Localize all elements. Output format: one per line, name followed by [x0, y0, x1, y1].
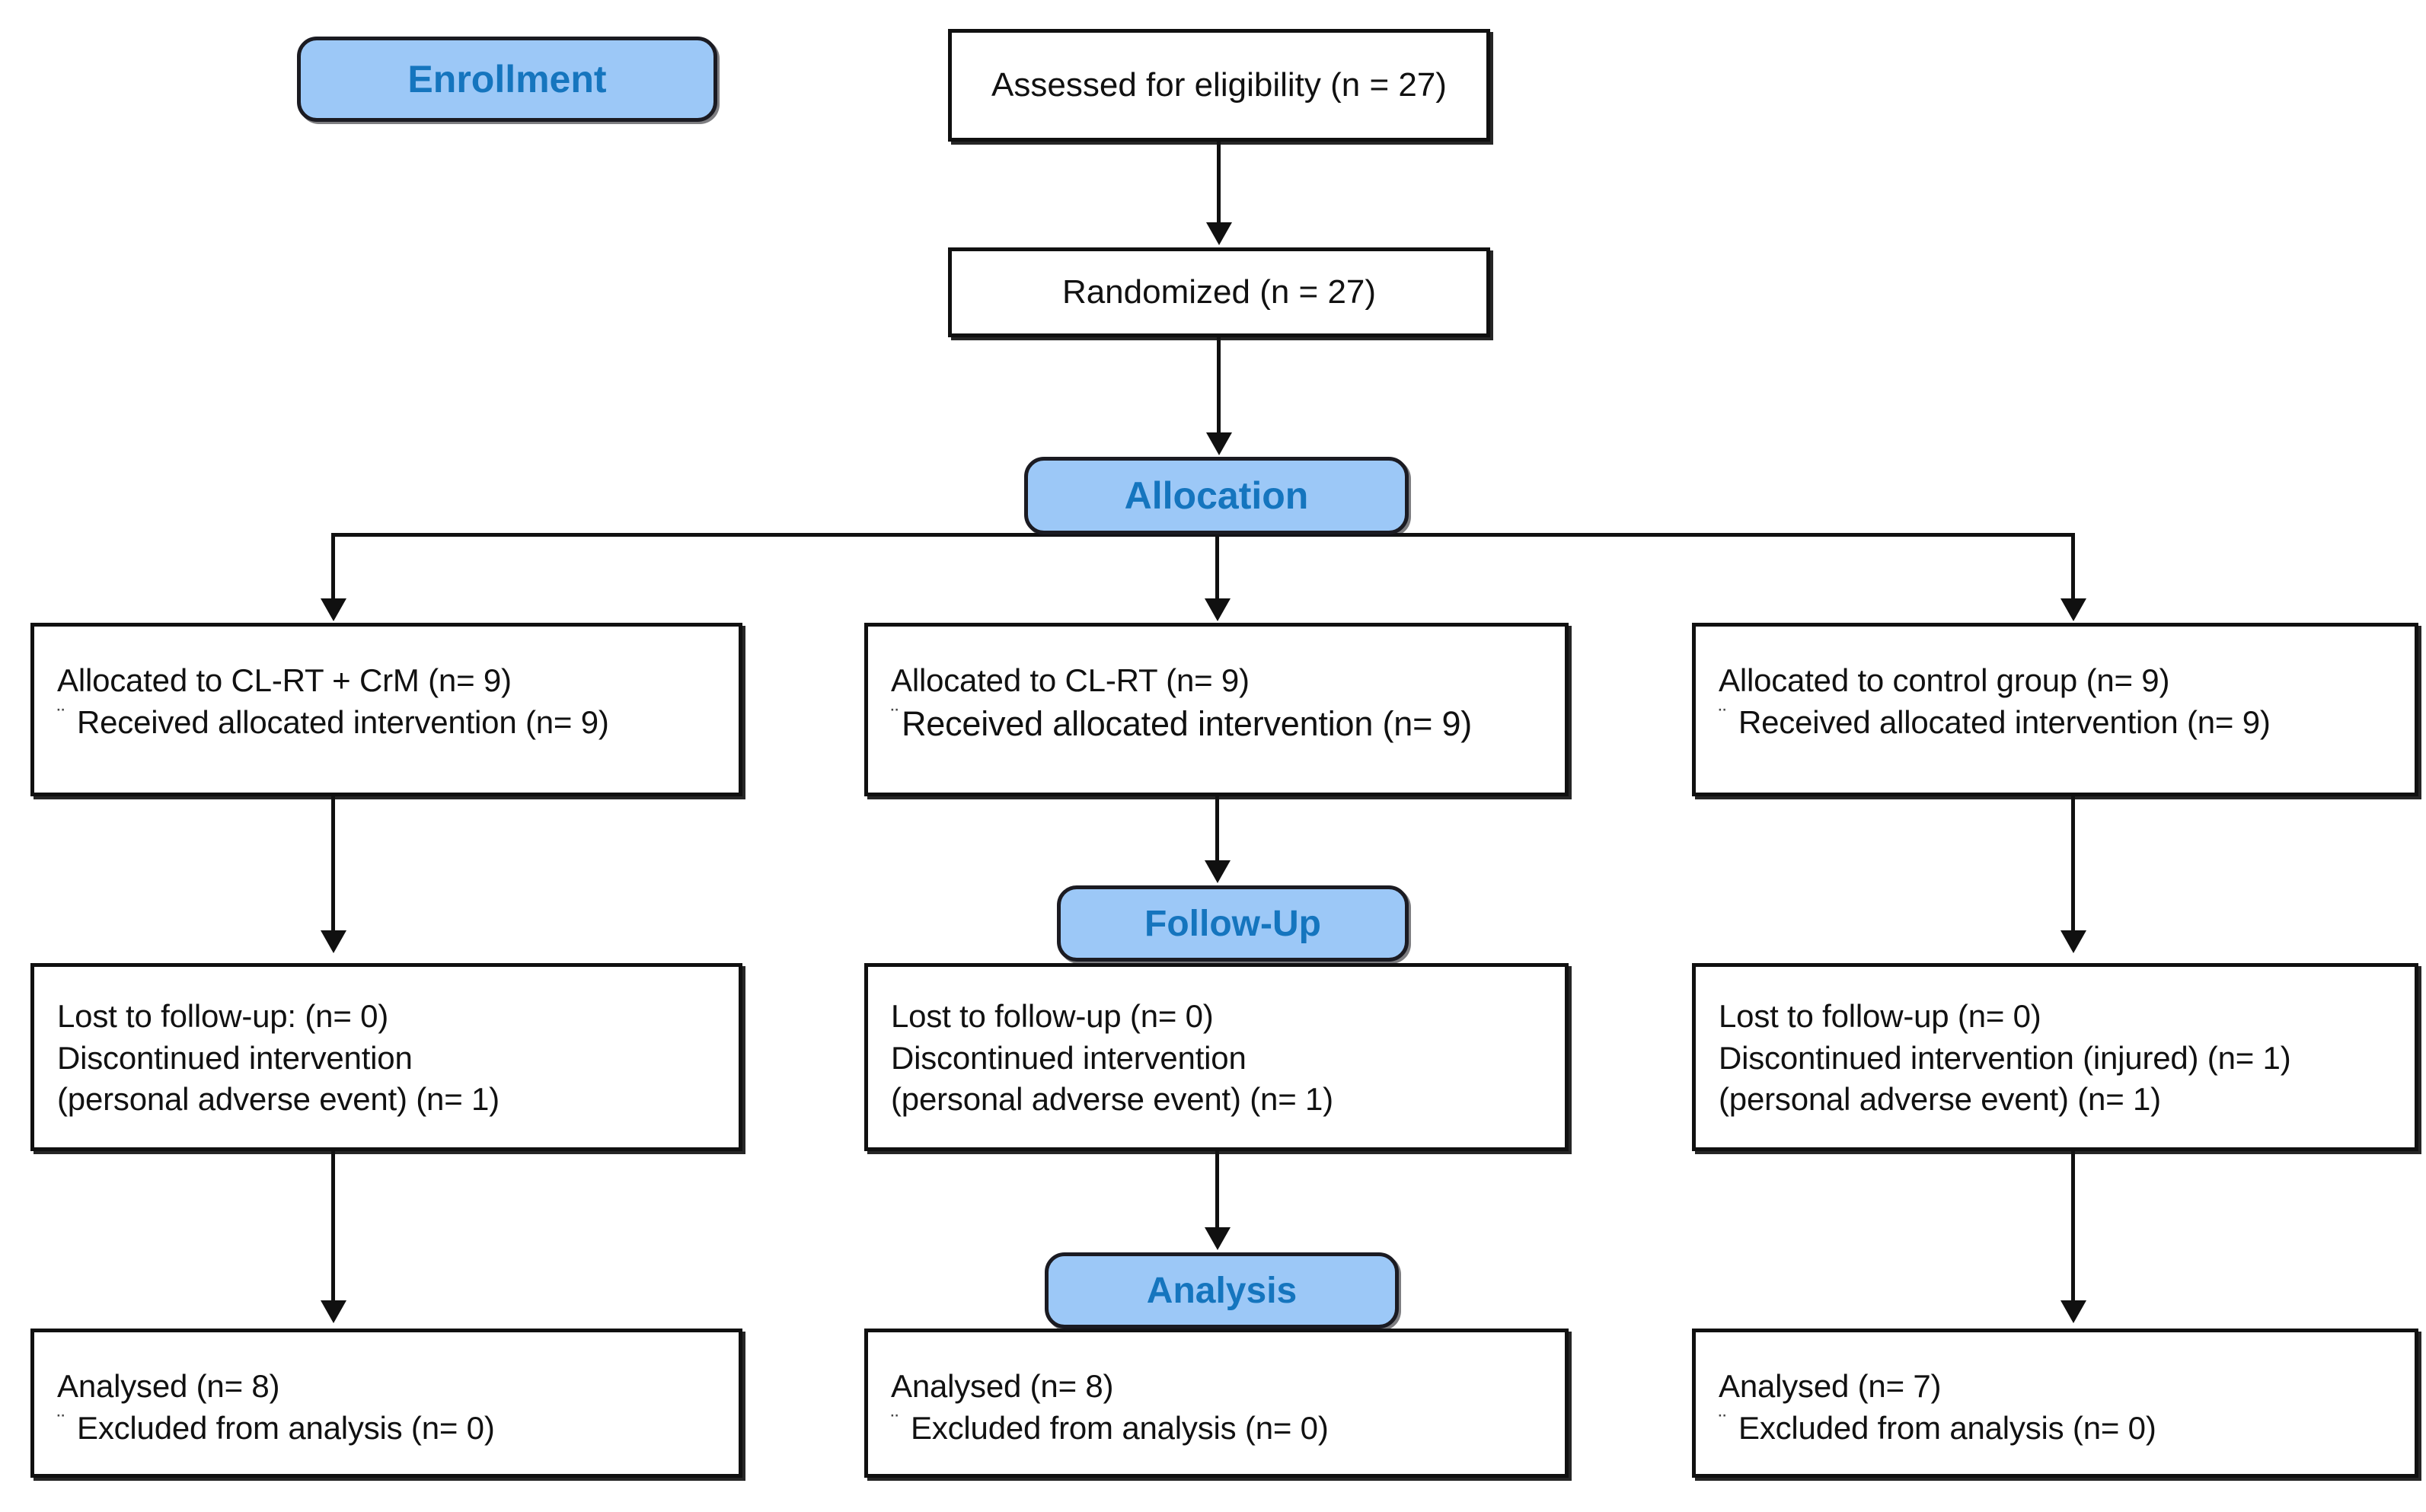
arrow-assessed-to-randomized	[1206, 222, 1232, 245]
connector-group-2-followup-to-analysis	[1215, 1151, 1219, 1230]
box-analysis-group-1: Analysed (n= 8) ¨ Excluded from analysis …	[30, 1329, 742, 1478]
arrow-group-3-followup-to-analysis	[2061, 1300, 2086, 1323]
connector-allocation-branch-center	[1215, 533, 1219, 601]
analysis-group-2-line-2: Excluded from analysis (n= 0)	[911, 1409, 1329, 1446]
stage-badge-enrollment-label: Enrollment	[407, 58, 607, 100]
allocation-group-1-line-1: Allocated to CL-RT + CrM (n= 9)	[57, 662, 512, 698]
connector-group-3-allocation-to-followup	[2071, 796, 2075, 933]
box-followup-group-1: Lost to follow-up: (n= 0) Discontinued i…	[30, 963, 742, 1151]
connector-group-1-allocation-to-followup	[331, 796, 335, 933]
stage-badge-follow-up-label: Follow-Up	[1144, 903, 1321, 944]
allocation-group-2-bullet-icon: ¨	[891, 703, 899, 729]
analysis-group-1-line-2: Excluded from analysis (n= 0)	[77, 1409, 495, 1446]
box-followup-group-2: Lost to follow-up (n= 0) Discontinued in…	[864, 963, 1569, 1151]
followup-group-2-line-2: Discontinued intervention	[891, 1039, 1247, 1076]
arrow-group-1-followup-to-analysis	[321, 1300, 346, 1323]
followup-group-2-line-1: Lost to follow-up (n= 0)	[891, 998, 1214, 1034]
box-analysis-group-3: Analysed (n= 7) ¨ Excluded from analysis …	[1692, 1329, 2418, 1478]
followup-group-3-line-1: Lost to follow-up (n= 0)	[1719, 998, 2041, 1034]
connector-group-2-allocation-to-followup	[1215, 796, 1219, 865]
connector-group-1-followup-to-analysis	[331, 1151, 335, 1303]
box-randomized: Randomized (n = 27)	[948, 247, 1490, 337]
arrow-randomized-to-allocation	[1206, 432, 1232, 455]
stage-badge-allocation-label: Allocation	[1124, 474, 1309, 517]
arrow-group-2-followup-to-analysis	[1205, 1227, 1231, 1250]
allocation-group-1-line-2: Received allocated intervention (n= 9)	[77, 703, 609, 740]
connector-allocation-branch-right	[2071, 533, 2075, 601]
box-followup-group-3: Lost to follow-up (n= 0) Discontinued in…	[1692, 963, 2418, 1151]
stage-badge-analysis: Analysis	[1045, 1252, 1399, 1329]
arrow-allocation-to-group-1	[321, 598, 346, 621]
connector-allocation-branch-left	[331, 533, 335, 601]
allocation-group-3-bullet-icon: ¨	[1719, 703, 1726, 729]
analysis-group-1-bullet-icon: ¨	[57, 1409, 65, 1435]
analysis-group-2-line-1: Analysed (n= 8)	[891, 1368, 1114, 1404]
followup-group-3-line-2: Discontinued intervention (injured) (n= …	[1719, 1039, 2291, 1076]
allocation-group-2-line-1: Allocated to CL-RT (n= 9)	[891, 662, 1250, 698]
analysis-group-3-line-1: Analysed (n= 7)	[1719, 1368, 1942, 1404]
arrow-group-3-allocation-to-followup	[2061, 930, 2086, 953]
allocation-group-3-line-2: Received allocated intervention (n= 9)	[1738, 703, 2271, 740]
connector-assessed-to-randomized	[1217, 142, 1221, 225]
arrow-group-2-allocation-to-followup	[1205, 860, 1231, 883]
followup-group-1-line-2: Discontinued intervention	[57, 1039, 413, 1076]
stage-badge-allocation: Allocation	[1024, 457, 1409, 534]
followup-group-2-line-3: (personal adverse event) (n= 1)	[891, 1081, 1333, 1118]
analysis-group-2-bullet-icon: ¨	[891, 1409, 899, 1435]
analysis-group-1-line-1: Analysed (n= 8)	[57, 1368, 280, 1404]
connector-randomized-to-allocation	[1217, 337, 1221, 436]
followup-group-3-line-3: (personal adverse event) (n= 1)	[1719, 1081, 2161, 1118]
connector-group-3-followup-to-analysis	[2071, 1151, 2075, 1303]
assessed-for-eligibility-text: Assessed for eligibility (n = 27)	[991, 65, 1447, 104]
box-analysis-group-2: Analysed (n= 8) ¨ Excluded from analysis …	[864, 1329, 1569, 1478]
analysis-group-3-bullet-icon: ¨	[1719, 1409, 1726, 1435]
connector-allocation-branch-horizontal	[331, 533, 2075, 537]
arrow-group-1-allocation-to-followup	[321, 930, 346, 953]
allocation-group-3-line-1: Allocated to control group (n= 9)	[1719, 662, 2170, 698]
analysis-group-3-line-2: Excluded from analysis (n= 0)	[1738, 1409, 2156, 1446]
followup-group-1-line-1: Lost to follow-up: (n= 0)	[57, 998, 389, 1034]
randomized-text: Randomized (n = 27)	[1061, 273, 1377, 311]
allocation-group-2-line-2: Received allocated intervention (n= 9)	[902, 703, 1473, 743]
arrow-allocation-to-group-2	[1205, 598, 1231, 621]
stage-badge-enrollment: Enrollment	[297, 37, 717, 122]
followup-group-1-line-3: (personal adverse event) (n= 1)	[57, 1081, 500, 1118]
box-allocation-group-1: Allocated to CL-RT + CrM (n= 9) ¨ Receive…	[30, 623, 742, 796]
arrow-allocation-to-group-3	[2061, 598, 2086, 621]
box-allocation-group-2: Allocated to CL-RT (n= 9) ¨Received allo…	[864, 623, 1569, 796]
stage-badge-analysis-label: Analysis	[1146, 1270, 1298, 1311]
box-assessed-for-eligibility: Assessed for eligibility (n = 27)	[948, 29, 1490, 142]
box-allocation-group-3: Allocated to control group (n= 9) ¨ Recei…	[1692, 623, 2418, 796]
stage-badge-follow-up: Follow-Up	[1057, 885, 1409, 962]
allocation-group-1-bullet-icon: ¨	[57, 703, 65, 729]
